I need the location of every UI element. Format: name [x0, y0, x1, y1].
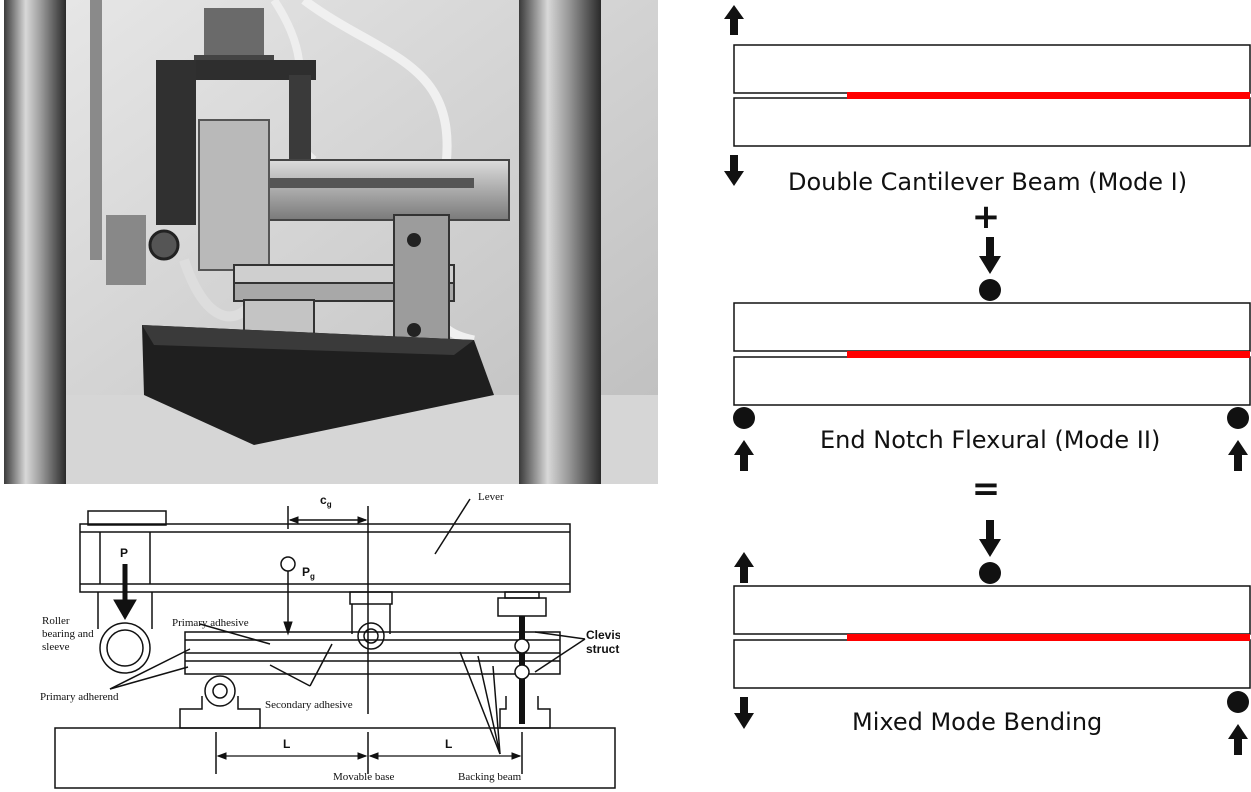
- l-arrowhead: [370, 753, 378, 759]
- primary-adherend-label: Primary adherend: [40, 691, 119, 703]
- enf-label: End Notch Flexural (Mode II): [820, 426, 1160, 454]
- support-point: [733, 407, 755, 429]
- pivot-mount: [350, 592, 392, 604]
- upper-frame-left: [156, 60, 196, 225]
- roller-label: Roller bearing and sleeve: [42, 615, 96, 653]
- dcb-label: Double Cantilever Beam (Mode I): [788, 168, 1187, 196]
- cg-arrowhead: [358, 517, 366, 523]
- leader: [110, 649, 190, 689]
- mmb-schematic: cg Lever P Pg Roller bearing and sleeve …: [40, 484, 620, 792]
- l-arrowhead: [512, 753, 520, 759]
- up-arrow-icon: [724, 5, 744, 35]
- clevis-pin: [515, 665, 529, 679]
- up-arrow-icon: [734, 440, 754, 471]
- leader: [310, 644, 332, 686]
- down-arrow-icon: [979, 520, 1001, 557]
- l-arrowhead: [218, 753, 226, 759]
- support-point: [1227, 407, 1249, 429]
- mmb-label: Mixed Mode Bending: [852, 708, 1102, 736]
- mmb-upper-beam: [734, 586, 1250, 634]
- plus-sign: +: [972, 197, 1001, 237]
- left-support-stand: [180, 696, 260, 728]
- dcb-lower-beam: [734, 98, 1250, 146]
- up-arrow-icon: [1228, 724, 1248, 755]
- dcb-crack: [847, 92, 1250, 99]
- pin: [407, 233, 421, 247]
- roller-inner: [107, 630, 143, 666]
- dcb-upper-beam: [734, 45, 1250, 93]
- left-support-inner: [213, 684, 227, 698]
- dcb-group: Double Cantilever Beam (Mode I): [724, 5, 1250, 196]
- load-point: [979, 562, 1001, 584]
- pg-label: Pg: [302, 565, 315, 581]
- up-arrow-icon: [734, 552, 754, 583]
- right-pillar: [519, 0, 601, 484]
- pg-marker: [281, 557, 295, 571]
- down-arrow-icon: [724, 155, 744, 186]
- pivot-roller: [358, 623, 384, 649]
- vertical-rod: [90, 0, 102, 260]
- mmb-lower-beam: [734, 640, 1250, 688]
- clevis-top-cap: [505, 592, 539, 598]
- primary-adhesive-label: Primary adhesive: [172, 617, 249, 629]
- down-arrow-icon: [734, 697, 754, 729]
- p-label: P: [120, 546, 128, 560]
- movable-base-label: Movable base: [333, 771, 395, 783]
- clevis-pin: [515, 639, 529, 653]
- support-point: [1227, 691, 1249, 713]
- enf-crack: [847, 351, 1250, 358]
- mmb-crack: [847, 634, 1250, 641]
- lever-label: Lever: [478, 491, 504, 503]
- top-grip: [204, 8, 264, 63]
- side-knob: [150, 231, 178, 259]
- loading-block: [199, 120, 269, 270]
- p-arrow-head: [114, 600, 136, 619]
- cg-label: cg: [320, 493, 332, 509]
- leader: [435, 499, 470, 554]
- secondary-adhesive-label: Secondary adhesive: [265, 699, 353, 711]
- enf-group: End Notch Flexural (Mode II): [733, 237, 1250, 471]
- clevis-top: [498, 598, 546, 616]
- enf-lower-beam: [734, 357, 1250, 405]
- up-arrow-icon: [1228, 440, 1248, 471]
- clevis-label: Clevis pin structure: [586, 628, 620, 656]
- leader: [270, 665, 310, 686]
- equals-sign: =: [972, 469, 1001, 509]
- down-arrow-icon: [979, 237, 1001, 274]
- left-column: [4, 0, 66, 484]
- pin: [407, 323, 421, 337]
- pivot-roller-inner: [364, 629, 378, 643]
- mode-superposition-diagram: Double Cantilever Beam (Mode I) + End No…: [720, 0, 1251, 792]
- lever-body: [80, 524, 570, 592]
- cg-arrowhead: [290, 517, 298, 523]
- side-bracket: [106, 215, 146, 285]
- load-tab: [88, 511, 166, 525]
- l-right-label: L: [445, 737, 452, 751]
- l-arrowhead: [358, 753, 366, 759]
- enf-upper-beam: [734, 303, 1250, 351]
- mmb-fixture-photo: [4, 0, 658, 484]
- l-left-label: L: [283, 737, 290, 751]
- mmb-group: Mixed Mode Bending: [734, 520, 1250, 755]
- load-point: [979, 279, 1001, 301]
- upper-frame-right: [289, 75, 311, 165]
- backing-beam-label: Backing beam: [458, 771, 522, 783]
- left-support: [205, 676, 235, 706]
